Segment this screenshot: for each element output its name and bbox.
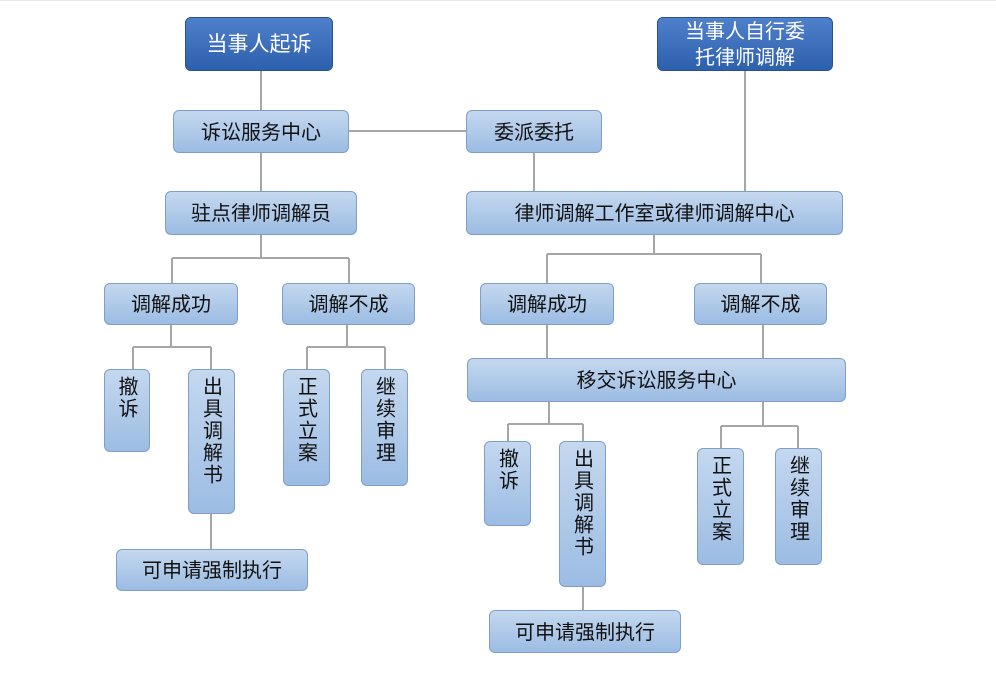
node-right-withdraw-label: 撤诉 bbox=[495, 448, 520, 492]
node-delegate: 委派委托 bbox=[466, 110, 602, 153]
node-left-enforce: 可申请强制执行 bbox=[116, 549, 308, 591]
node-left-trial: 正式立案 bbox=[283, 369, 330, 486]
node-right-trial-label: 正式立案 bbox=[708, 455, 733, 543]
node-left-issue-doc-label: 出具调解书 bbox=[199, 376, 224, 486]
node-left-success: 调解成功 bbox=[104, 283, 238, 325]
node-left-trial-label: 正式立案 bbox=[294, 376, 319, 464]
node-right-trial: 正式立案 bbox=[697, 448, 744, 565]
node-left-issue-doc: 出具调解书 bbox=[188, 369, 235, 514]
node-self-entrust: 当事人自行委托律师调解 bbox=[657, 17, 833, 71]
node-right-continue: 继续审理 bbox=[775, 448, 822, 565]
node-left-continue-label: 继续审理 bbox=[372, 376, 397, 464]
node-right-issue-doc-label: 出具调解书 bbox=[570, 448, 595, 558]
node-right-withdraw: 撤诉 bbox=[484, 441, 531, 526]
node-lawyer-studio: 律师调解工作室或律师调解中心 bbox=[466, 191, 843, 235]
node-right-transfer: 移交诉讼服务中心 bbox=[467, 358, 846, 402]
node-left-withdraw: 撤诉 bbox=[104, 369, 150, 452]
node-right-enforce: 可申请强制执行 bbox=[489, 610, 681, 653]
node-litigation: 当事人起诉 bbox=[185, 17, 333, 71]
node-right-fail: 调解不成 bbox=[694, 283, 827, 325]
node-right-success: 调解成功 bbox=[480, 283, 614, 325]
node-resident-mediator: 驻点律师调解员 bbox=[165, 191, 357, 235]
node-right-issue-doc: 出具调解书 bbox=[559, 441, 606, 587]
node-left-fail: 调解不成 bbox=[282, 283, 415, 325]
node-service-center: 诉讼服务中心 bbox=[173, 110, 349, 153]
top-border bbox=[0, 0, 996, 1]
node-left-continue: 继续审理 bbox=[361, 369, 408, 486]
node-left-withdraw-label: 撤诉 bbox=[115, 376, 139, 420]
node-right-continue-label: 继续审理 bbox=[786, 455, 811, 543]
